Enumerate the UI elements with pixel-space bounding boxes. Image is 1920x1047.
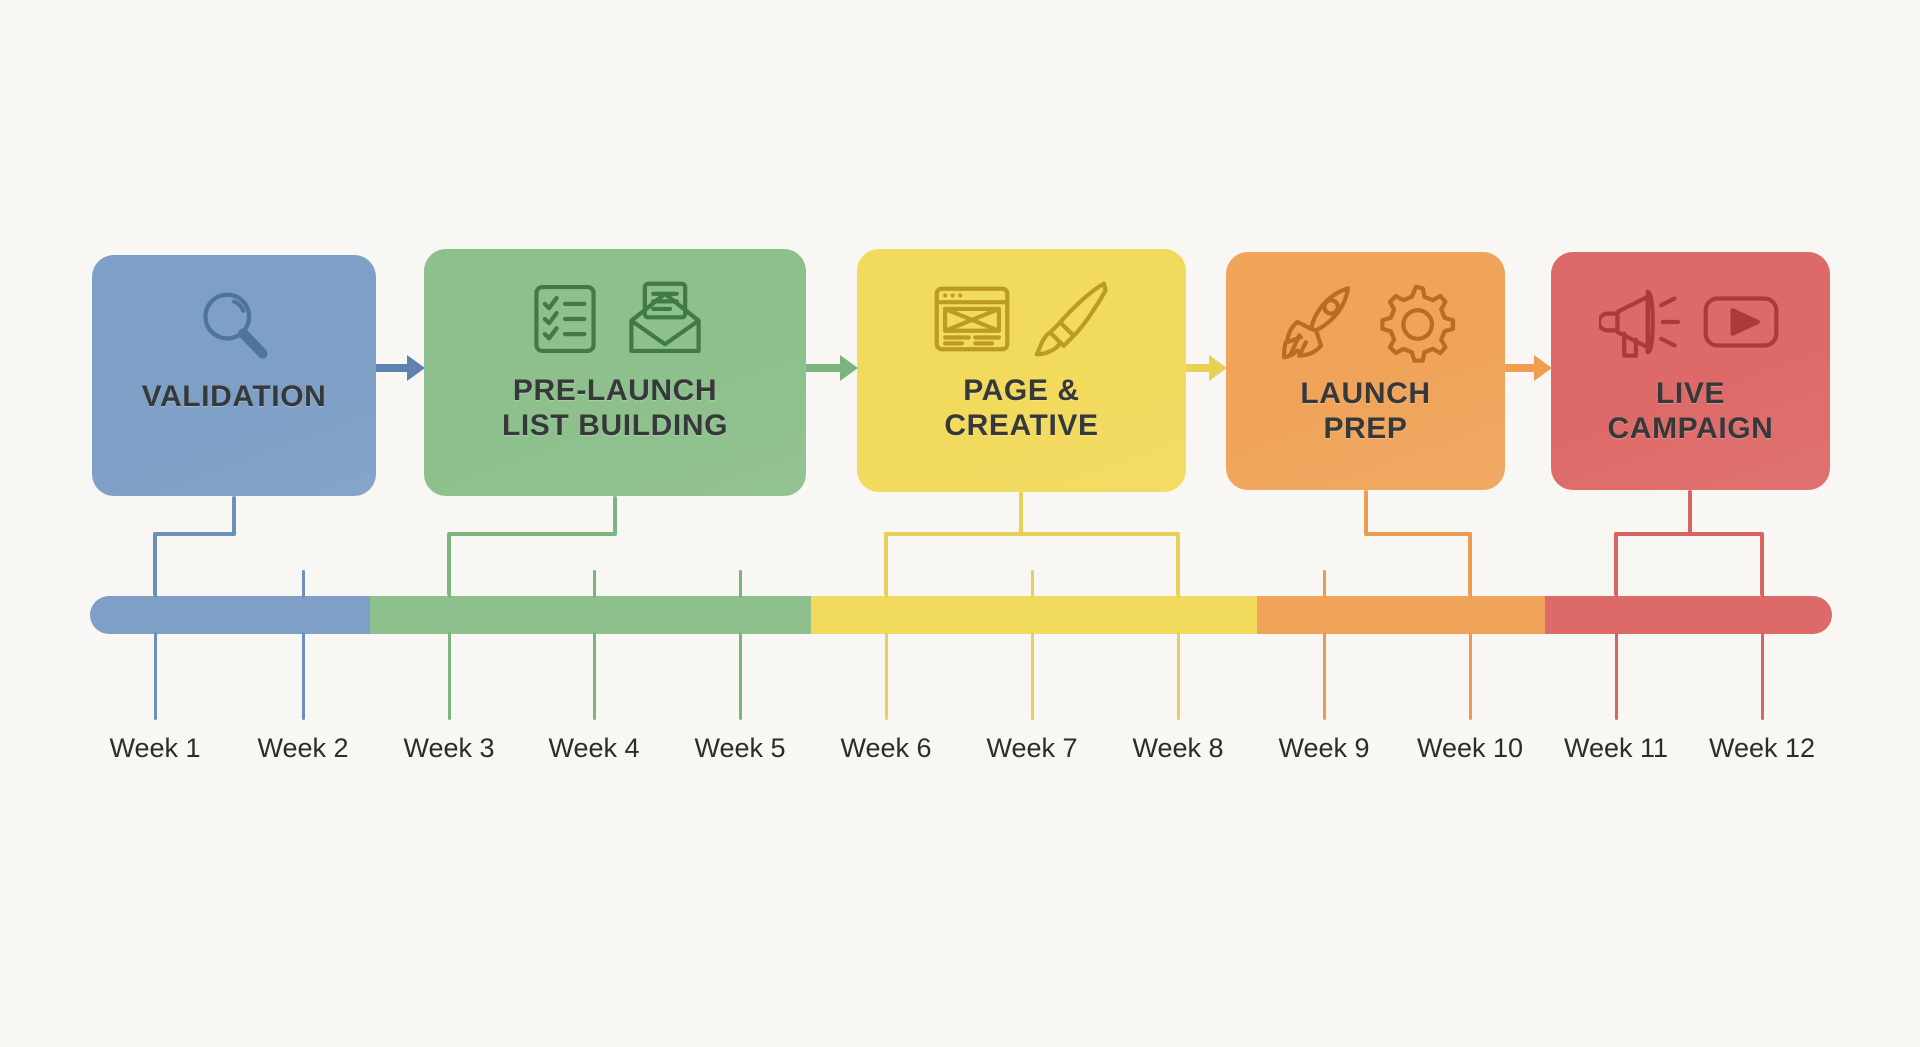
phase-icon-group-page-and-creative [930, 271, 1114, 367]
week-tick-bottom-4 [592, 632, 596, 720]
week-label-9: Week 9 [1278, 733, 1370, 763]
arrow-prelaunch-to-page [806, 355, 858, 381]
arrow-validation-to-prelaunch [376, 355, 425, 381]
arrow-head [407, 355, 425, 381]
connector-launchprep-leg [1468, 534, 1472, 596]
week-tick-bottom-8 [1176, 632, 1180, 720]
week-label-5: Week 5 [694, 733, 786, 763]
phase-icon-group-validation [192, 277, 276, 373]
timeline-segment-page-and-creative [811, 596, 1258, 634]
arrow-head [840, 355, 858, 381]
week-tick-top-9 [1322, 570, 1326, 598]
week-label-8: Week 8 [1132, 733, 1224, 763]
week-tick-bottom-7 [1030, 632, 1034, 720]
connector-validation-leg [153, 534, 157, 596]
timeline-segment-pre-launch-list-building [370, 596, 812, 634]
rocket-icon [1281, 286, 1350, 360]
week-tick-bottom-5 [738, 632, 742, 720]
week-label-4: Week 4 [548, 733, 640, 763]
connector-livecampaign-leg-left [1614, 534, 1618, 596]
week-tick-bottom-12 [1760, 632, 1764, 720]
week-tick-bottom-10 [1468, 632, 1472, 720]
video-play-icon [1703, 296, 1778, 348]
week-label-3: Week 3 [403, 733, 495, 763]
browser-wireframe-icon [934, 286, 1009, 352]
timeline-segment-launch-prep [1257, 596, 1545, 634]
phase-box-page-and-creative[interactable]: PAGE &CREATIVE [857, 249, 1186, 492]
week-tick-top-2 [301, 570, 305, 598]
phase-label-line: PRE-LAUNCH [512, 374, 718, 407]
connector-page-span [884, 532, 1180, 536]
phase-label-line: VALIDATION [141, 380, 327, 413]
phase-icon-group-live-campaign [1598, 274, 1783, 370]
connector-page-drop [1019, 492, 1023, 534]
phase-label-line: LIVE [1655, 377, 1726, 410]
timeline-bar [90, 596, 1832, 634]
week-tick-bottom-11 [1614, 632, 1618, 720]
arrow-head [1534, 355, 1552, 381]
week-label-6: Week 6 [840, 733, 932, 763]
arrow-head [1209, 355, 1227, 381]
connector-launchprep-span [1364, 532, 1472, 536]
phase-label-line: PREP [1323, 412, 1408, 446]
week-label-10: Week 10 [1416, 733, 1524, 763]
connector-launchprep-drop [1364, 490, 1368, 534]
week-label-2: Week 2 [257, 733, 349, 763]
arrow-page-to-launchprep [1186, 355, 1227, 381]
week-tick-top-4 [592, 570, 596, 598]
arrow-shaft [806, 364, 843, 372]
phase-label-line: PAGE & [963, 374, 1080, 407]
week-tick-top-5 [738, 570, 742, 598]
arrow-shaft [376, 364, 410, 372]
week-tick-bottom-6 [884, 632, 888, 720]
phase-box-validation[interactable]: VALIDATION [92, 255, 376, 496]
connector-page-leg-left [884, 534, 888, 596]
phase-label-line: CREATIVE [944, 409, 1099, 443]
connector-prelaunch-leg [447, 534, 451, 596]
phase-icon-group-pre-launch-list-building [523, 271, 707, 367]
connector-page-leg-right [1176, 534, 1180, 596]
week-tick-bottom-9 [1322, 632, 1326, 720]
megaphone-icon [1598, 289, 1680, 358]
week-tick-bottom-1 [153, 632, 157, 720]
gear-icon [1379, 284, 1455, 363]
connector-prelaunch-span [447, 532, 617, 536]
phase-label-validation: VALIDATION [142, 379, 327, 414]
magnifier-icon [203, 292, 268, 359]
arrow-shaft [1505, 364, 1537, 372]
week-label-7: Week 7 [986, 733, 1078, 763]
checklist-icon [534, 284, 596, 354]
phase-label-line: CAMPAIGN [1607, 412, 1774, 446]
connector-livecampaign-leg-right [1760, 534, 1764, 596]
timeline-segment-validation [90, 596, 371, 634]
week-label-1: Week 1 [109, 733, 201, 763]
week-tick-bottom-3 [447, 632, 451, 720]
phase-icon-group-launch-prep [1274, 274, 1458, 370]
connector-validation-drop [232, 496, 236, 534]
week-label-12: Week 12 [1708, 733, 1816, 763]
week-tick-bottom-2 [301, 632, 305, 720]
connector-livecampaign-span [1614, 532, 1764, 536]
open-envelope-icon [629, 281, 701, 354]
timeline-segment-live-campaign [1544, 596, 1832, 634]
phase-label-line: LAUNCH [1300, 377, 1431, 410]
week-label-11: Week 11 [1563, 733, 1669, 763]
connector-livecampaign-drop [1688, 490, 1692, 534]
arrow-launchprep-to-live [1505, 355, 1552, 381]
connector-prelaunch-drop [613, 496, 617, 534]
phase-label-line: LIST BUILDING [501, 409, 729, 443]
phase-label-page-and-creative: PAGE &CREATIVE [944, 373, 1098, 443]
paintbrush-icon [1034, 281, 1108, 357]
week-tick-top-7 [1030, 570, 1034, 598]
connector-validation-span [153, 532, 236, 536]
arrow-shaft [1186, 364, 1212, 372]
